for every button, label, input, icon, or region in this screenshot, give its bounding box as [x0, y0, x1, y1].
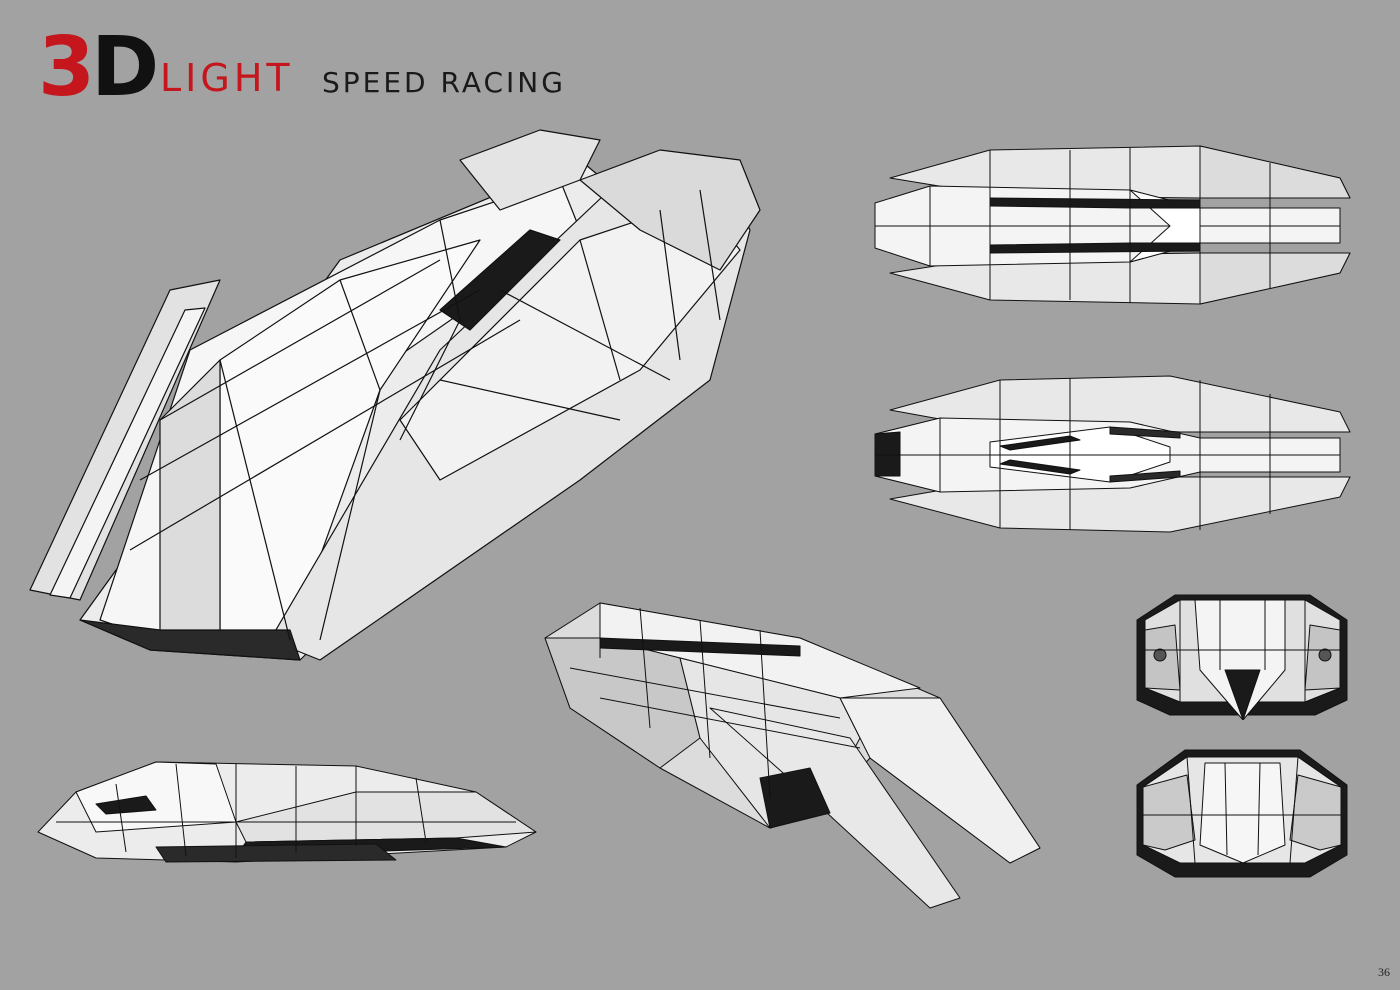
rear-view-image [1136, 749, 1348, 878]
perspective-rear-image [544, 602, 1041, 909]
title-rest: SPEED RACING [322, 66, 566, 99]
logo-3d: 3D [38, 27, 159, 109]
perspective-rear-view [540, 598, 1045, 913]
perspective-main-view [20, 120, 780, 670]
logo-digit: 3 [38, 20, 95, 115]
top-view-image [874, 145, 1351, 305]
side-view-image [37, 761, 537, 863]
logo-letter: D [91, 20, 159, 115]
top-view [870, 138, 1375, 313]
title-accent: LIGHT [160, 56, 294, 100]
side-view [36, 752, 541, 867]
bottom-view-image [874, 375, 1351, 533]
front-view [1135, 590, 1350, 720]
perspective-main-image [29, 129, 761, 661]
rear-view [1135, 745, 1350, 880]
bottom-view [870, 372, 1375, 537]
page-number: 36 [1378, 965, 1390, 979]
front-view-image [1136, 594, 1348, 720]
